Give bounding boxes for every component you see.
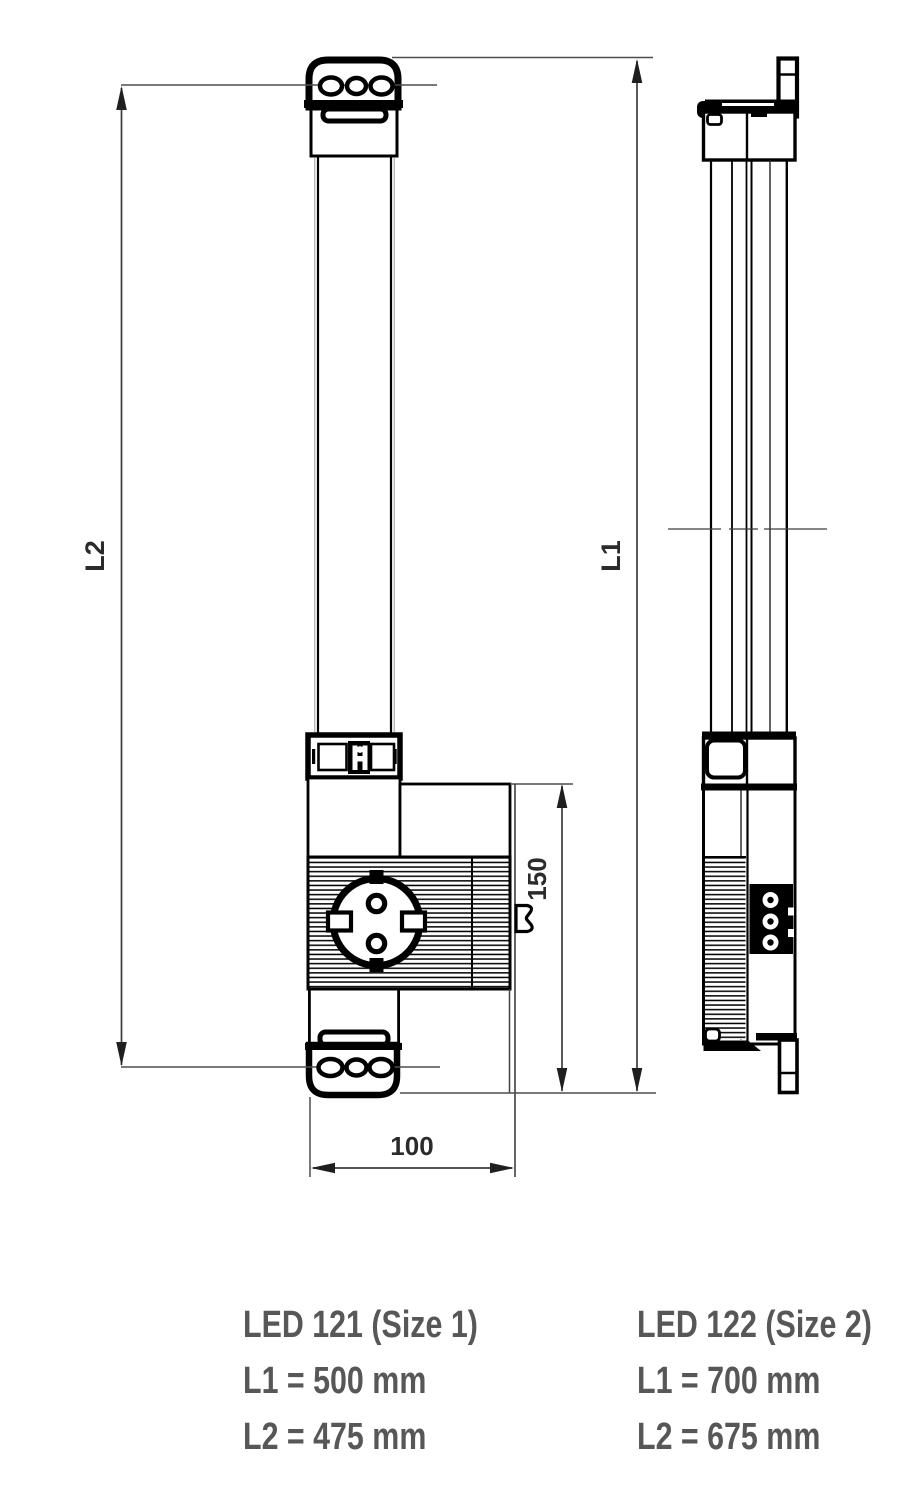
dim-100-label: 100: [390, 1131, 433, 1161]
product-name: LED 121 (Size 1): [243, 1304, 478, 1346]
dim-l1-label: L1: [596, 540, 626, 572]
cable-hole: [344, 75, 369, 97]
cable-hole: [344, 1057, 369, 1078]
arrow-up: [116, 86, 127, 110]
cable-hole: [316, 1056, 345, 1079]
top-end-cap: [121, 56, 437, 158]
product-note-size2: LED 122 (Size 2) L1 = 700 mm L2 = 675 mm: [637, 1297, 872, 1465]
foot-bracket: [777, 1038, 799, 1095]
product-l1: L1 = 500 mm: [243, 1360, 427, 1402]
terminal-block: [749, 884, 794, 954]
arrow-left: [311, 1162, 335, 1174]
side-view: [668, 56, 827, 1095]
cable-hole: [317, 75, 345, 97]
arrow-up: [631, 59, 643, 83]
dimension-l2: L2: [80, 86, 127, 1066]
lamp-tube: [314, 156, 395, 733]
side-tube: [709, 160, 788, 732]
product-l2: L2 = 475 mm: [243, 1416, 427, 1458]
pin-hole: [365, 932, 388, 955]
side-body: [701, 783, 797, 1051]
bottom-end-cap: [121, 1029, 440, 1099]
product-l2: L2 = 675 mm: [637, 1416, 821, 1458]
schuko-socket-icon: [325, 870, 428, 972]
ribbed-section: [705, 857, 746, 1040]
cable-hole: [367, 1056, 395, 1079]
pin-hole: [365, 892, 388, 915]
product-note-size1: LED 121 (Size 1) L1 = 500 mm L2 = 475 mm: [243, 1297, 478, 1465]
arrow-down: [116, 1042, 127, 1066]
front-view: [121, 56, 656, 1177]
dim-150-label: 150: [522, 857, 552, 900]
arrow-right: [490, 1162, 514, 1174]
cable-hole: [368, 75, 395, 97]
product-l1: L1 = 700 mm: [637, 1360, 821, 1402]
product-name: LED 122 (Size 2): [637, 1304, 872, 1346]
dimension-100: 100: [311, 1131, 514, 1174]
arrow-down: [556, 1068, 568, 1092]
arrow-up: [556, 784, 568, 808]
connector-block: [305, 732, 403, 781]
rail-clip: [514, 903, 534, 934]
dim-l2-label: L2: [80, 540, 110, 572]
dimension-l1: L1: [596, 59, 643, 1092]
arrow-down: [631, 1068, 643, 1092]
side-top-cap: [697, 99, 797, 162]
lamp-body: [306, 776, 573, 1177]
side-lower-cap: [701, 731, 797, 788]
dimension-150: 150: [522, 784, 568, 1092]
